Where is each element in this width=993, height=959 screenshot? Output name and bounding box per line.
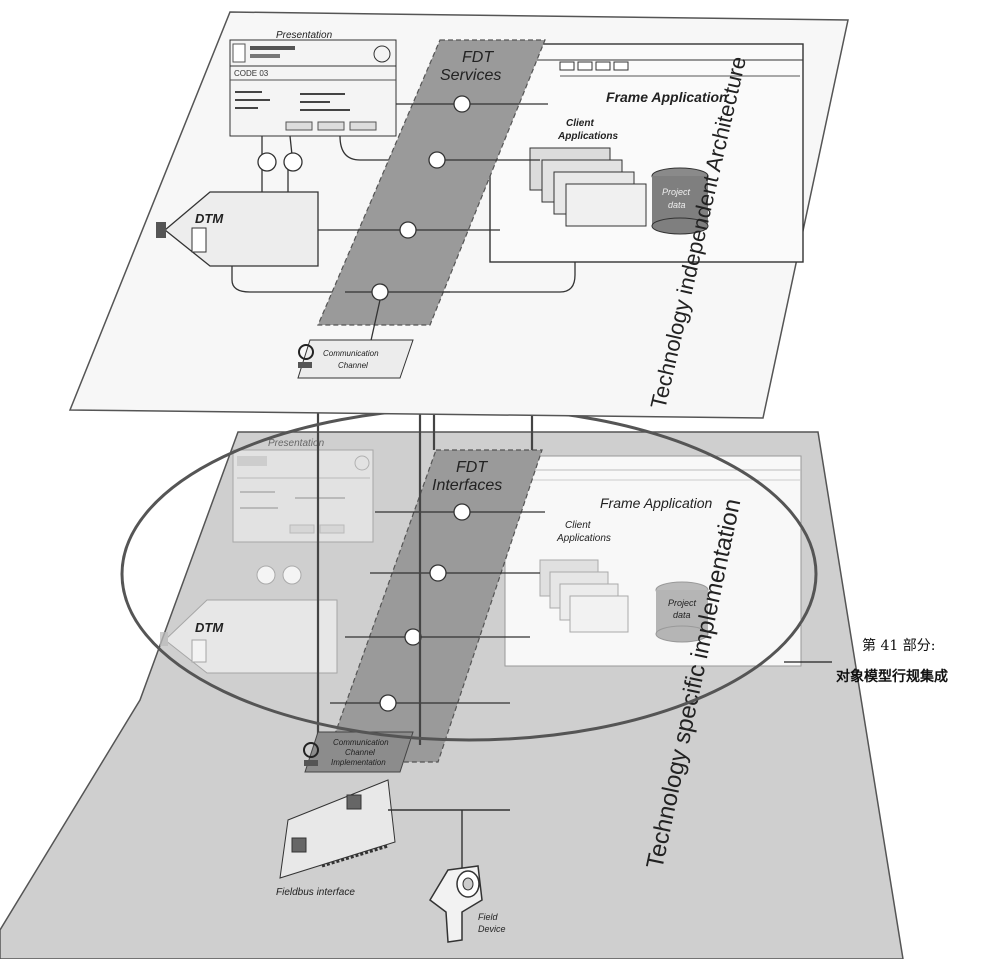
- upper-presentation-code: CODE 03: [234, 69, 269, 78]
- upper-interface-circle-2: [283, 152, 303, 172]
- comm-channel-label-2: Channel: [338, 361, 368, 370]
- upper-frame-application-window: [489, 43, 804, 263]
- upper-plane: Presentation CODE 03 DTM: [68, 11, 849, 419]
- lower-project-data-label-2: data: [673, 610, 691, 620]
- fdt-interfaces-label-1: FDT: [456, 459, 488, 476]
- lower-interface-circle-2: [282, 565, 302, 585]
- lower-client-applications-label-2: Applications: [556, 533, 611, 544]
- upper-frame-application-label: Frame Application: [606, 89, 728, 105]
- fieldbus-interface-label: Fieldbus interface: [276, 887, 355, 898]
- comm-impl-label-2: Channel: [345, 748, 375, 757]
- comm-impl-label-1: Communication: [333, 738, 389, 747]
- comm-channel-block: [297, 339, 414, 379]
- lower-project-data-label-1: Project: [668, 598, 697, 608]
- lower-dtm-block: [160, 599, 338, 674]
- lower-frame-application-window: [504, 455, 802, 667]
- field-device-label-2: Device: [478, 924, 506, 934]
- upper-dtm-label: DTM: [195, 211, 224, 226]
- lower-dtm-label: DTM: [195, 620, 224, 635]
- fieldbus-interface-card: [279, 779, 510, 880]
- callout-text-line1: 第 41 部分:: [862, 637, 935, 654]
- upper-client-applications-label-2: Applications: [557, 131, 618, 142]
- upper-service-connectors: [318, 95, 548, 346]
- upper-interface-circle-1: [257, 152, 277, 172]
- upper-project-data-label-2: data: [668, 200, 686, 210]
- upper-presentation-label: Presentation: [276, 30, 333, 41]
- upper-presentation-window: [229, 39, 397, 137]
- upper-project-data-label-1: Project: [662, 187, 691, 197]
- comm-channel-impl-block: [303, 731, 414, 773]
- callout-text-line2: 对象模型行规集成: [836, 668, 948, 685]
- fdt-interfaces-band: [324, 449, 543, 763]
- lower-presentation-label: Presentation: [268, 438, 325, 449]
- lower-presentation-window: [232, 449, 374, 543]
- lower-interface-circle-1: [256, 565, 276, 585]
- lower-client-applications-label-1: Client: [565, 520, 592, 531]
- upper-client-applications-label-1: Client: [566, 118, 594, 129]
- field-device-label-1: Field: [478, 912, 499, 922]
- fdt-interfaces-label-2: Interfaces: [432, 477, 502, 494]
- fdt-services-label-2: Services: [440, 67, 501, 84]
- field-device-icon: [429, 865, 483, 943]
- comm-impl-label-3: Implementation: [331, 758, 386, 767]
- fdt-services-label-1: FDT: [462, 49, 494, 66]
- lower-frame-application-label: Frame Application: [600, 495, 713, 511]
- lower-plane: Presentation DTM Frame Application Clien…: [0, 50, 904, 959]
- upper-dtm-block: [156, 191, 319, 267]
- comm-channel-label-1: Communication: [323, 349, 379, 358]
